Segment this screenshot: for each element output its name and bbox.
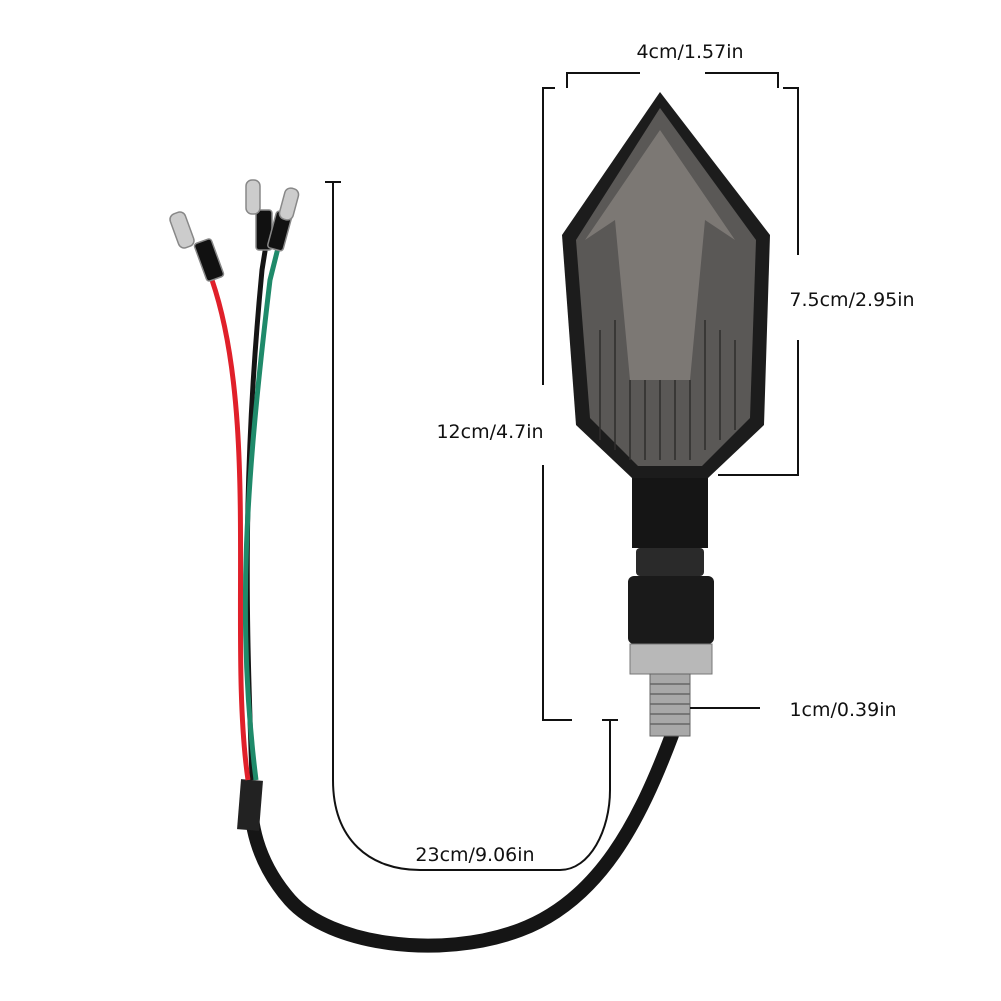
wire-red [209, 279, 251, 781]
width-label: 4cm/1.57in [636, 41, 744, 63]
total-height-label: 12cm/4.7in [436, 421, 544, 443]
bolt-diameter-label: 1cm/0.39in [789, 699, 897, 721]
wire-green [242, 239, 283, 781]
lens-arrow [585, 130, 735, 380]
bolt-thread [650, 683, 690, 725]
cable [243, 728, 679, 953]
led-ribs [599, 320, 736, 460]
cable-sheath [237, 779, 263, 831]
dimension-lines [325, 72, 799, 871]
lamp-stem [632, 478, 708, 548]
cable-length-label: 23cm/9.06in [415, 844, 535, 866]
stem-base [628, 576, 714, 644]
nut [629, 643, 713, 675]
lens-height-label: 7.5cm/2.95in [789, 289, 915, 311]
terminals [169, 179, 300, 282]
stem-ring [636, 548, 704, 576]
